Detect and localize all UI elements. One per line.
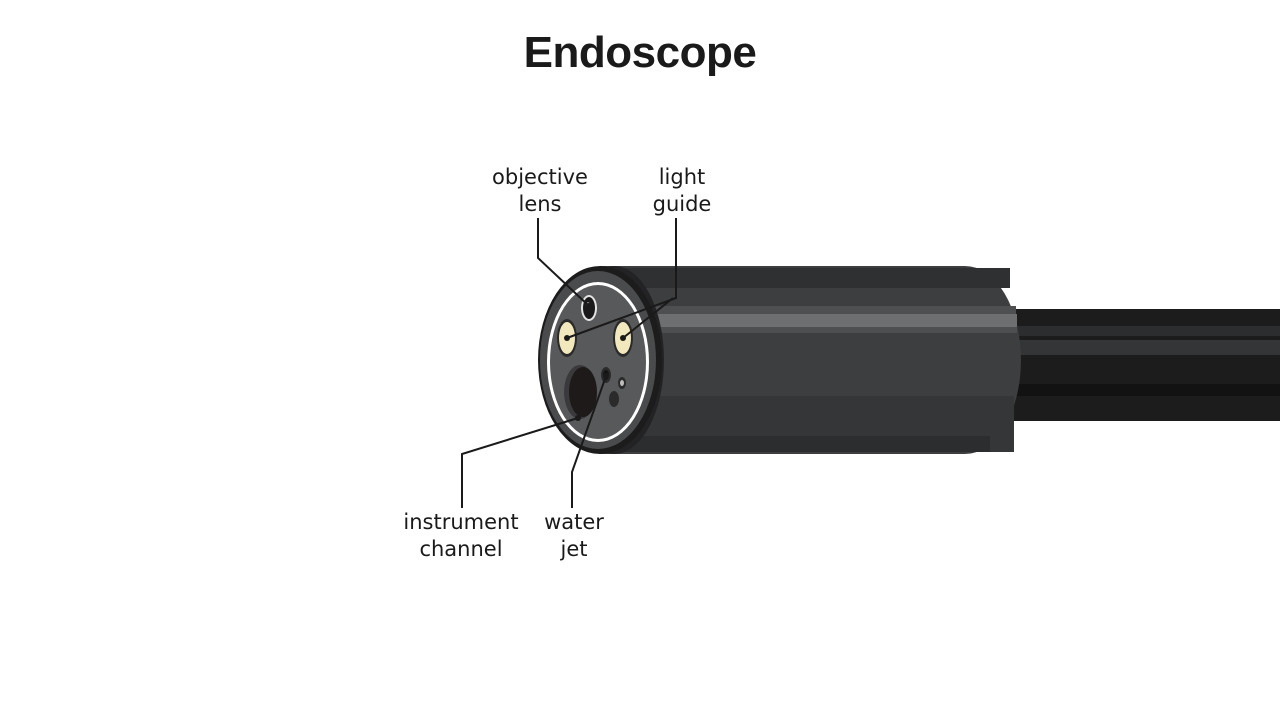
label-light-guide-line1: light bbox=[659, 165, 706, 189]
label-water-jet-line2: jet bbox=[560, 537, 588, 561]
leader-instrument-channel bbox=[461, 417, 579, 508]
leader-dots bbox=[564, 303, 626, 421]
instrument-channel bbox=[564, 365, 597, 419]
tip-face bbox=[538, 266, 662, 454]
leader-water-jet bbox=[571, 375, 607, 508]
label-instrument-channel-line2: channel bbox=[419, 537, 502, 561]
label-instrument-channel-line1: instrument bbox=[403, 510, 518, 534]
leader-objective-lens bbox=[537, 218, 590, 307]
tube-body bbox=[600, 266, 1021, 454]
leader-light-guide-right bbox=[622, 297, 674, 339]
small-port bbox=[609, 377, 626, 407]
label-light-guide-line2: guide bbox=[653, 192, 712, 216]
diagram-title: Endoscope bbox=[523, 28, 757, 77]
leader-lines bbox=[461, 218, 677, 508]
label-objective-lens-line2: lens bbox=[518, 192, 561, 216]
leader-light-guide-left bbox=[566, 218, 677, 339]
cable bbox=[1000, 309, 1280, 421]
label-objective-lens-line1: objective bbox=[492, 165, 588, 189]
label-water-jet-line1: water bbox=[544, 510, 604, 534]
